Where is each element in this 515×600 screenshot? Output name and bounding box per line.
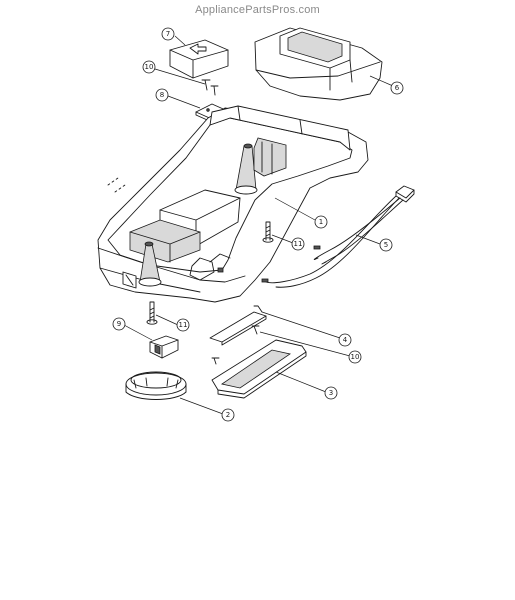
callout-3-label: 3 <box>329 389 333 397</box>
part-main-chassis <box>97 105 369 303</box>
leader-lines <box>123 35 394 415</box>
watermark-text: AppliancePartsPros.com <box>195 4 320 16</box>
part-trim-ring <box>125 371 187 400</box>
callout-5-label: 5 <box>384 241 388 249</box>
part-screws-right <box>211 325 260 365</box>
callout-10-top-label: 10 <box>145 63 154 71</box>
callout-11-right: 11 <box>291 237 305 251</box>
callout-9: 9 <box>112 317 126 331</box>
part-bolt-right <box>262 221 274 243</box>
part-bracket-plate <box>209 305 267 346</box>
callout-2-label: 2 <box>226 411 230 419</box>
callout-9-label: 9 <box>117 320 121 328</box>
callout-8-label: 8 <box>160 91 164 99</box>
callout-10-right-label: 10 <box>351 353 360 361</box>
callout-4-label: 4 <box>343 336 348 344</box>
callout-5: 5 <box>379 238 393 252</box>
callout-11-left: 11 <box>176 318 190 332</box>
callout-1: 1 <box>314 215 328 229</box>
callout-4: 4 <box>338 333 352 347</box>
callout-6: 6 <box>390 81 404 95</box>
callout-1-label: 1 <box>319 218 323 226</box>
part-screws-top <box>201 79 219 96</box>
callout-7-label: 7 <box>166 30 170 38</box>
callout-10-top: 10 <box>142 60 156 74</box>
callout-8: 8 <box>155 88 169 102</box>
callout-11-left-label: 11 <box>179 321 188 329</box>
callout-7: 7 <box>161 27 175 41</box>
part-wire-harness <box>261 185 415 288</box>
callout-6-label: 6 <box>395 84 400 92</box>
callout-11-right-label: 11 <box>294 240 303 248</box>
part-switch <box>149 335 179 359</box>
callout-2: 2 <box>221 408 235 422</box>
callout-10-right: 10 <box>348 350 362 364</box>
part-bolt-left <box>146 301 158 325</box>
callout-3: 3 <box>324 386 338 400</box>
part-lens-housing <box>254 27 383 101</box>
part-access-cover <box>211 339 307 399</box>
part-lens-cover <box>169 39 229 79</box>
